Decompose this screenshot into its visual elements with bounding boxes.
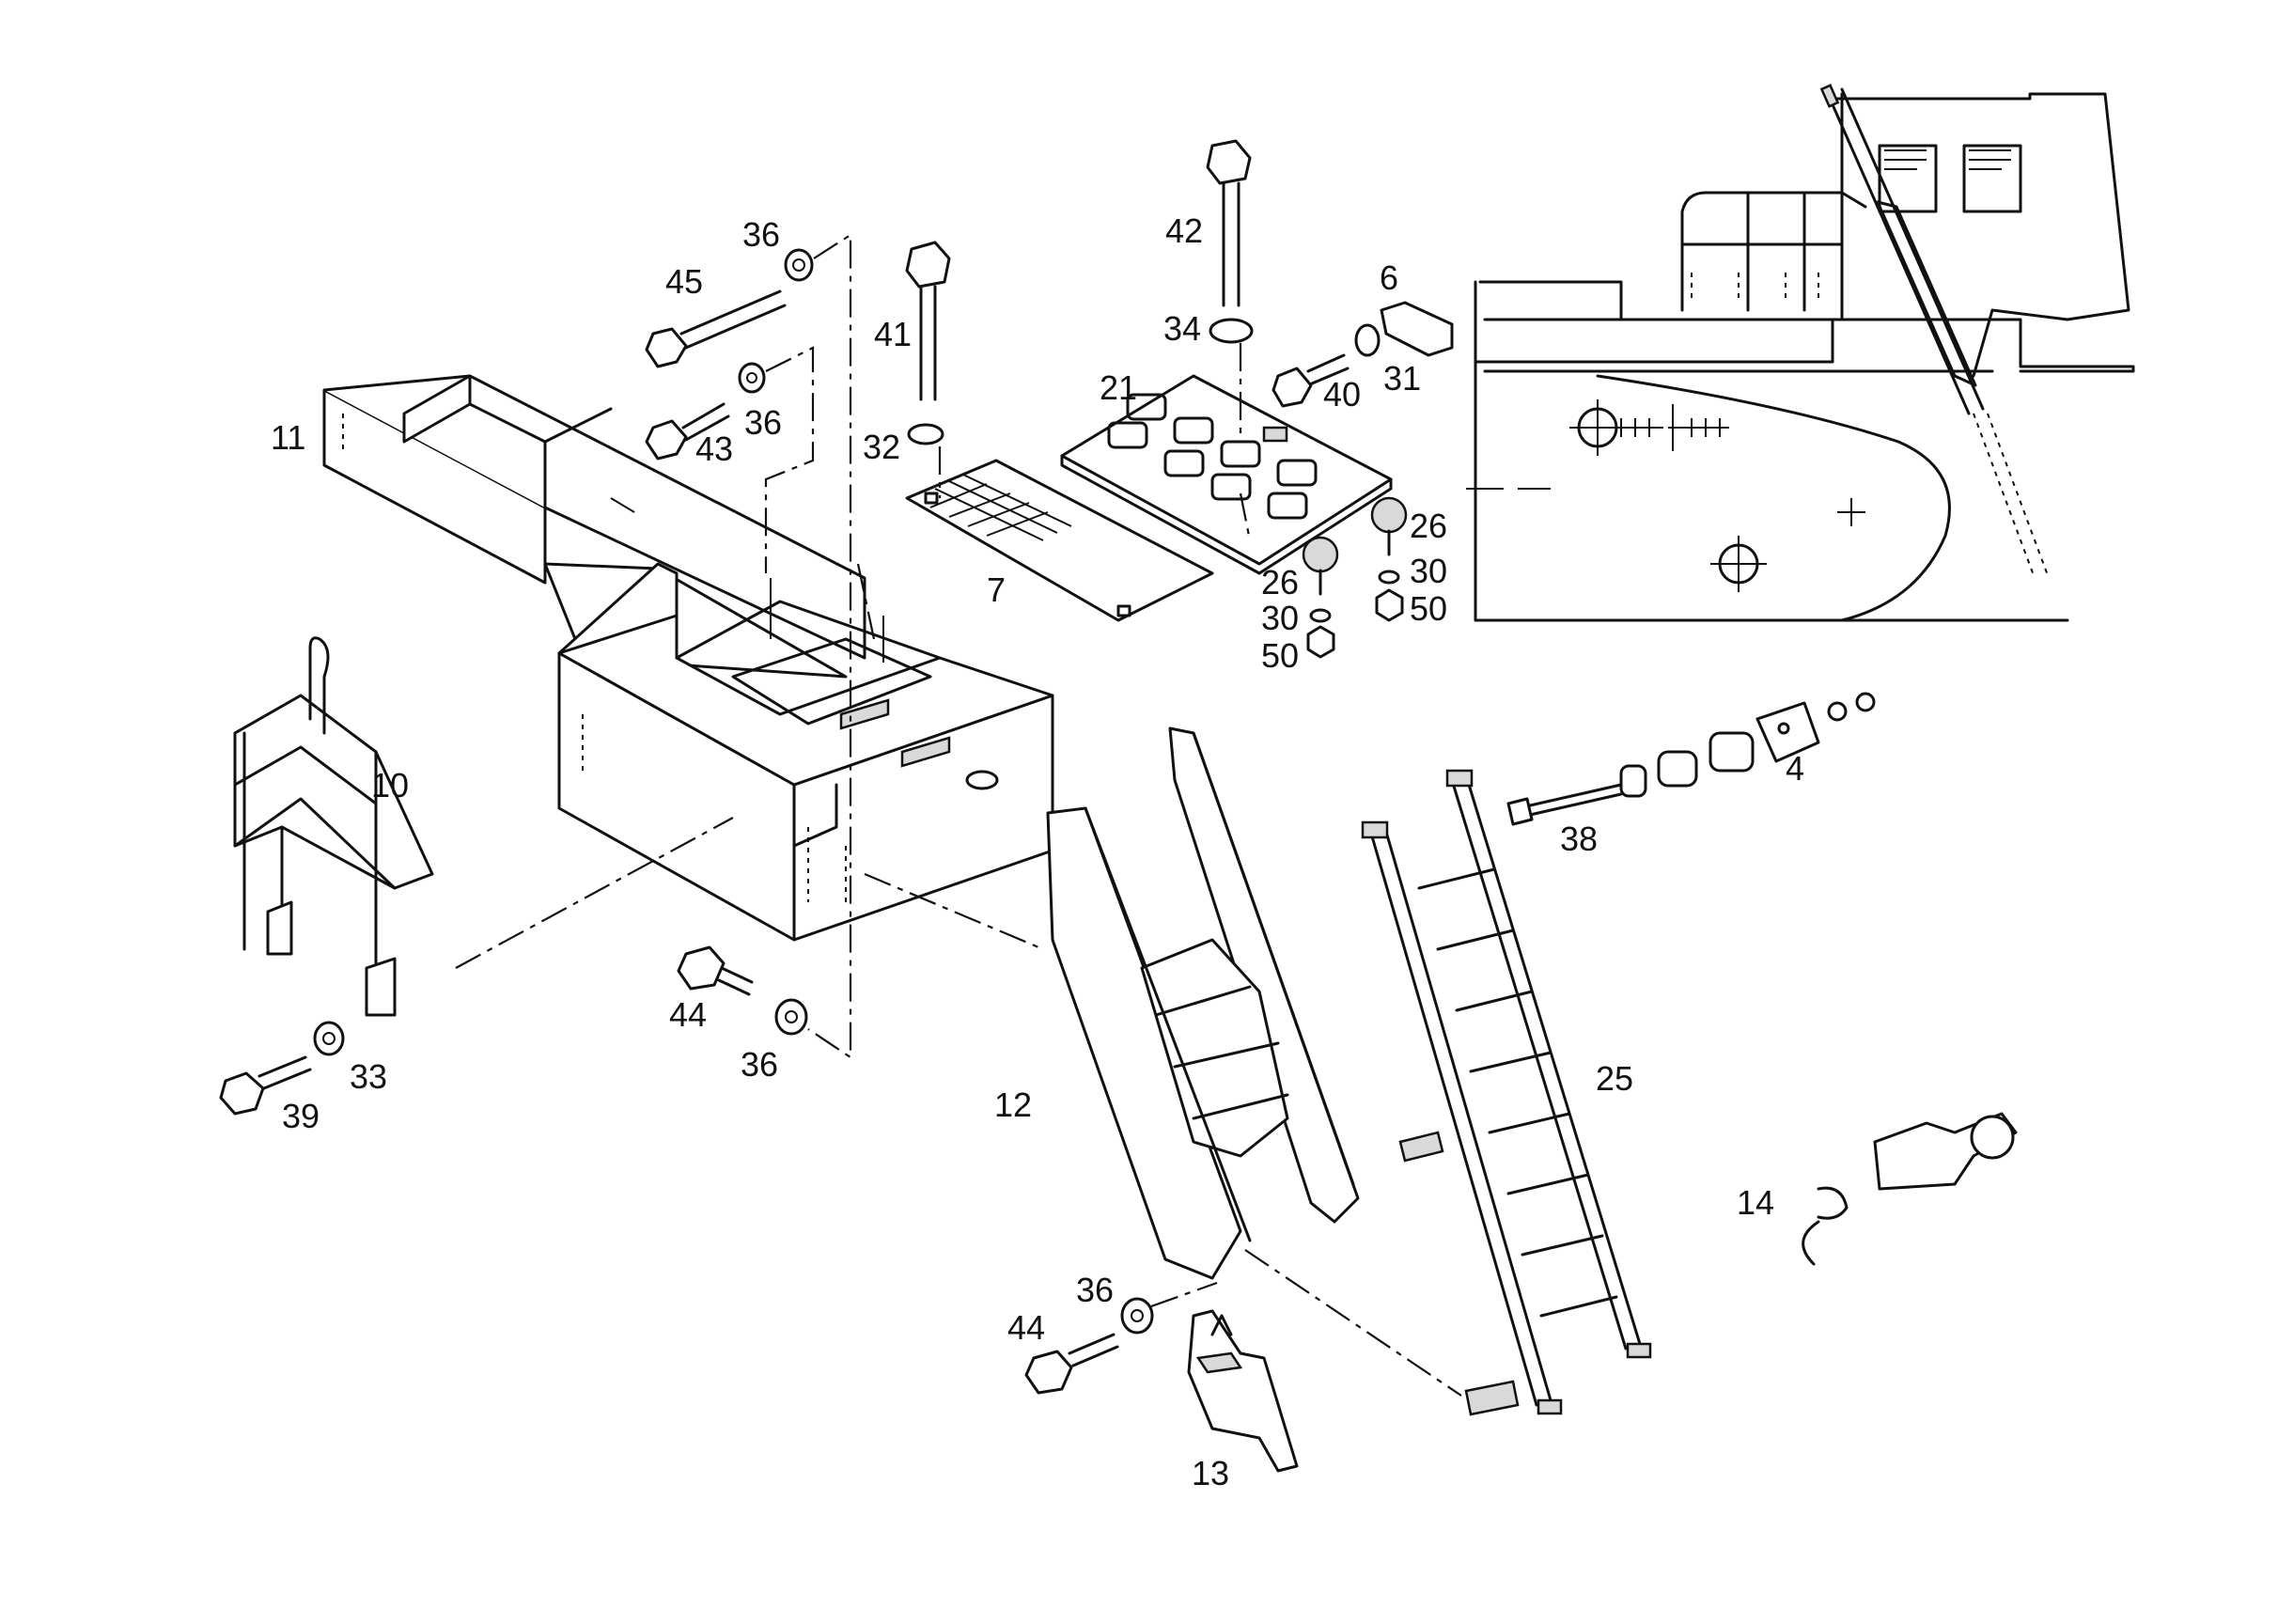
- foot-bracket: [1187, 1309, 1299, 1473]
- fasteners: [219, 139, 1454, 1395]
- callout-44-top: 44: [669, 995, 707, 1034]
- machine-side-view: [1466, 84, 2135, 622]
- callout-38: 38: [1560, 820, 1598, 858]
- callout-10: 10: [371, 766, 409, 804]
- panel-21: [1060, 374, 1393, 575]
- callout-33: 33: [350, 1057, 387, 1096]
- grating-panel-7: [905, 459, 1214, 622]
- callout-36-mid: 36: [744, 403, 782, 442]
- callout-31: 31: [1383, 359, 1421, 398]
- callout-40: 40: [1323, 375, 1361, 414]
- callout-25: 25: [1596, 1059, 1633, 1098]
- callout-30-right: 30: [1410, 552, 1447, 590]
- callout-labels: 4 6 7 10 11 12 13 14 21 25 26 26 30 30 3…: [271, 211, 1804, 1492]
- callout-7: 7: [987, 570, 1006, 609]
- callout-4: 4: [1786, 749, 1804, 788]
- callout-12: 12: [994, 1085, 1032, 1124]
- callout-42: 42: [1165, 211, 1203, 250]
- box-frame: [322, 374, 1054, 942]
- assembly-lines: [455, 232, 1462, 1397]
- callout-36-lower: 36: [741, 1045, 778, 1084]
- callout-36-top: 36: [742, 215, 780, 254]
- callout-50-left: 50: [1261, 636, 1299, 675]
- callout-50-right: 50: [1410, 589, 1447, 628]
- callout-45: 45: [665, 262, 703, 301]
- callout-26-right: 26: [1410, 507, 1447, 545]
- work-lamp: [1802, 1112, 2018, 1266]
- callout-41: 41: [874, 315, 912, 353]
- callout-26-left: 26: [1261, 563, 1299, 601]
- callout-32: 32: [863, 428, 900, 466]
- callout-34: 34: [1163, 309, 1201, 348]
- callout-6: 6: [1380, 258, 1398, 297]
- buffer-assembly: [1506, 692, 1876, 826]
- ladder: [1361, 769, 1652, 1416]
- callout-43: 43: [695, 429, 733, 468]
- callout-44-bottom: 44: [1007, 1308, 1045, 1347]
- callout-30-left: 30: [1261, 599, 1299, 637]
- callout-13: 13: [1192, 1454, 1229, 1492]
- callout-21: 21: [1100, 368, 1137, 407]
- callout-39: 39: [282, 1097, 320, 1135]
- callout-11: 11: [271, 418, 305, 457]
- stairs: [1046, 726, 1360, 1280]
- callout-36-bottom: 36: [1076, 1271, 1114, 1309]
- handrail: [233, 636, 434, 1017]
- callout-14: 14: [1737, 1183, 1774, 1222]
